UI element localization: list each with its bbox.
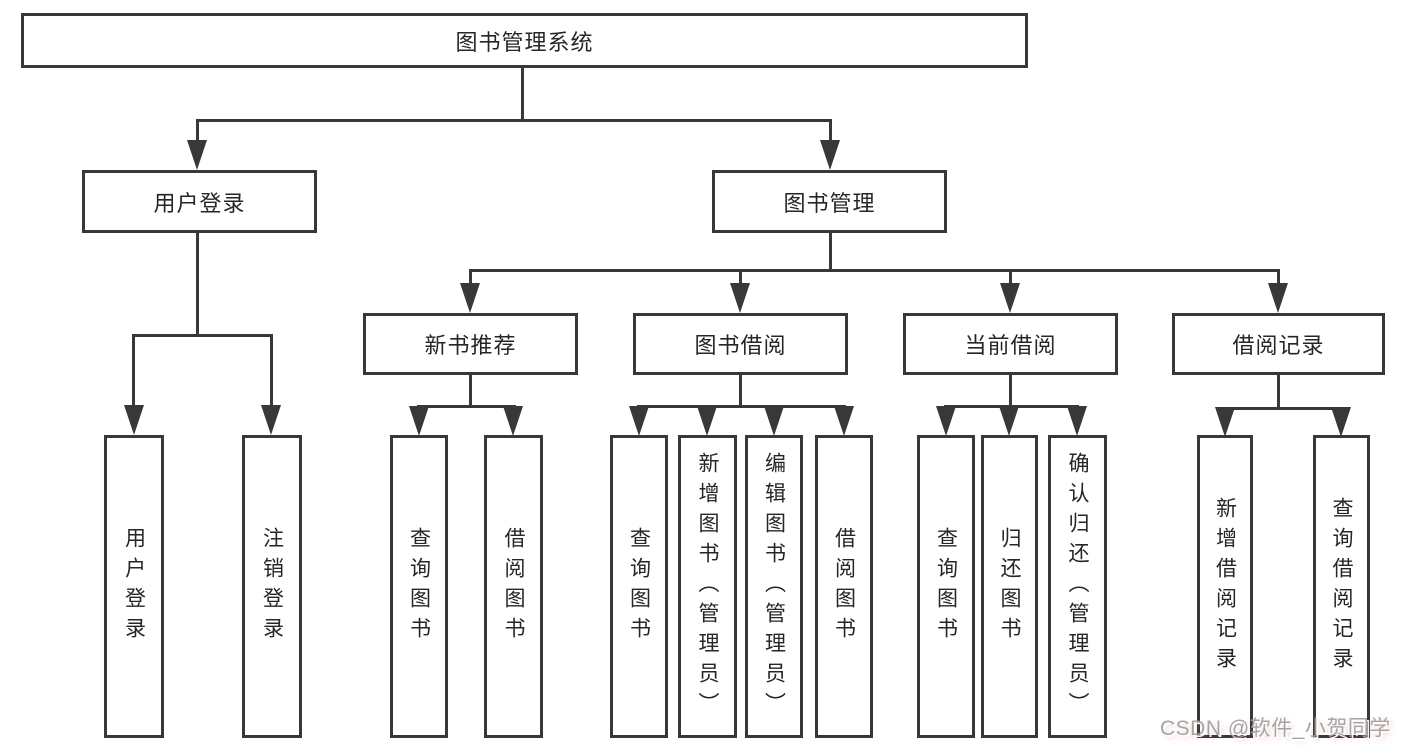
leaf-label: 查询图书 [934,526,958,647]
leaf-query-books-recommend: 查询图书 [390,435,448,738]
connector-level2-horizontal [196,119,832,122]
node-new-book-recommend: 新书推荐 [363,313,578,375]
connector-drop-records [1277,269,1280,289]
connector-root-stem [521,68,524,122]
leaf-label: 新增图书（管理员） [696,451,719,722]
arrow-down-icon [1215,407,1235,437]
leaf-label: 归还图书 [998,526,1021,647]
connector-borrow-branch [637,405,846,408]
connector-drop-leaf-login [132,334,135,409]
leaf-add-books-admin: 新增图书（管理员） [678,435,737,738]
node-label: 当前借阅 [964,333,1057,358]
leaf-borrow-books-recommend: 借阅图书 [484,435,543,738]
arrow-down-icon [730,283,750,313]
connector-drop-leaf-logout [270,334,273,409]
leaf-add-borrow-record: 新增借阅记录 [1197,435,1253,738]
node-current-borrow: 当前借阅 [903,313,1118,375]
leaf-label: 查询图书 [407,526,431,647]
csdn-watermark: CSDN @软件_小贺同学 [1160,717,1391,740]
node-label: 用户登录 [153,190,246,216]
arrow-down-icon [187,140,207,170]
leaf-label: 借阅图书 [832,526,856,647]
leaf-return-books: 归还图书 [981,435,1038,738]
arrow-down-icon [1067,406,1087,436]
connector-records-stem [1277,375,1280,410]
connector-drop-user-login [196,119,199,144]
node-label: 图书借阅 [694,333,787,358]
connector-current-stem [1009,375,1012,408]
node-label: 图书管理系统 [455,29,594,55]
node-book-management: 图书管理 [712,170,947,233]
leaf-query-borrow-record: 查询借阅记录 [1313,435,1370,738]
node-label: 图书管理 [783,190,876,216]
connector-drop-book-mgmt [829,119,832,144]
leaf-logout: 注销登录 [242,435,302,738]
leaf-label: 编辑图书（管理员） [762,451,786,722]
node-user-login: 用户登录 [82,170,317,233]
arrow-down-icon [629,406,649,436]
connector-drop-recommend [469,269,472,289]
leaf-label: 新增借阅记录 [1213,496,1237,677]
arrow-down-icon [1000,283,1020,313]
leaf-user-login: 用户登录 [104,435,164,738]
connector-user-login-stem [196,233,199,337]
connector-level3-horizontal [469,269,1280,272]
arrow-down-icon [697,406,717,436]
connector-drop-current [1009,269,1012,289]
leaf-label: 用户登录 [122,526,146,647]
arrow-down-icon [834,406,854,436]
leaf-label: 查询图书 [627,526,651,647]
arrow-down-icon [409,406,429,436]
arrow-down-icon [503,406,523,436]
node-book-borrow: 图书借阅 [633,313,848,375]
node-label: 新书推荐 [424,333,517,358]
node-borrow-records: 借阅记录 [1172,313,1385,375]
connector-user-login-branch [132,334,273,337]
arrow-down-icon [1268,283,1288,313]
leaf-label: 查询借阅记录 [1330,496,1353,677]
leaf-label: 注销登录 [260,526,284,647]
connector-recommend-stem [469,375,472,408]
leaf-query-books-borrow: 查询图书 [610,435,668,738]
leaf-label: 借阅图书 [502,526,525,647]
leaf-query-books-current: 查询图书 [917,435,975,738]
leaf-borrow-books: 借阅图书 [815,435,873,738]
arrow-down-icon [764,406,784,436]
node-library-system: 图书管理系统 [21,13,1028,68]
arrow-down-icon [261,405,281,435]
node-label: 借阅记录 [1232,333,1325,358]
connector-records-branch [1223,407,1344,410]
connector-book-mgmt-stem [829,233,832,272]
leaf-confirm-return-admin: 确认归还（管理员） [1048,435,1107,738]
arrow-down-icon [999,406,1019,436]
arrow-down-icon [820,140,840,170]
arrow-down-icon [936,406,956,436]
connector-drop-borrow [739,269,742,289]
arrow-down-icon [1331,407,1351,437]
connector-borrow-stem [739,375,742,408]
connector-recommend-branch [417,405,516,408]
arrow-down-icon [460,283,480,313]
leaf-label: 确认归还（管理员） [1066,451,1089,722]
arrow-down-icon [124,405,144,435]
leaf-edit-books-admin: 编辑图书（管理员） [745,435,803,738]
